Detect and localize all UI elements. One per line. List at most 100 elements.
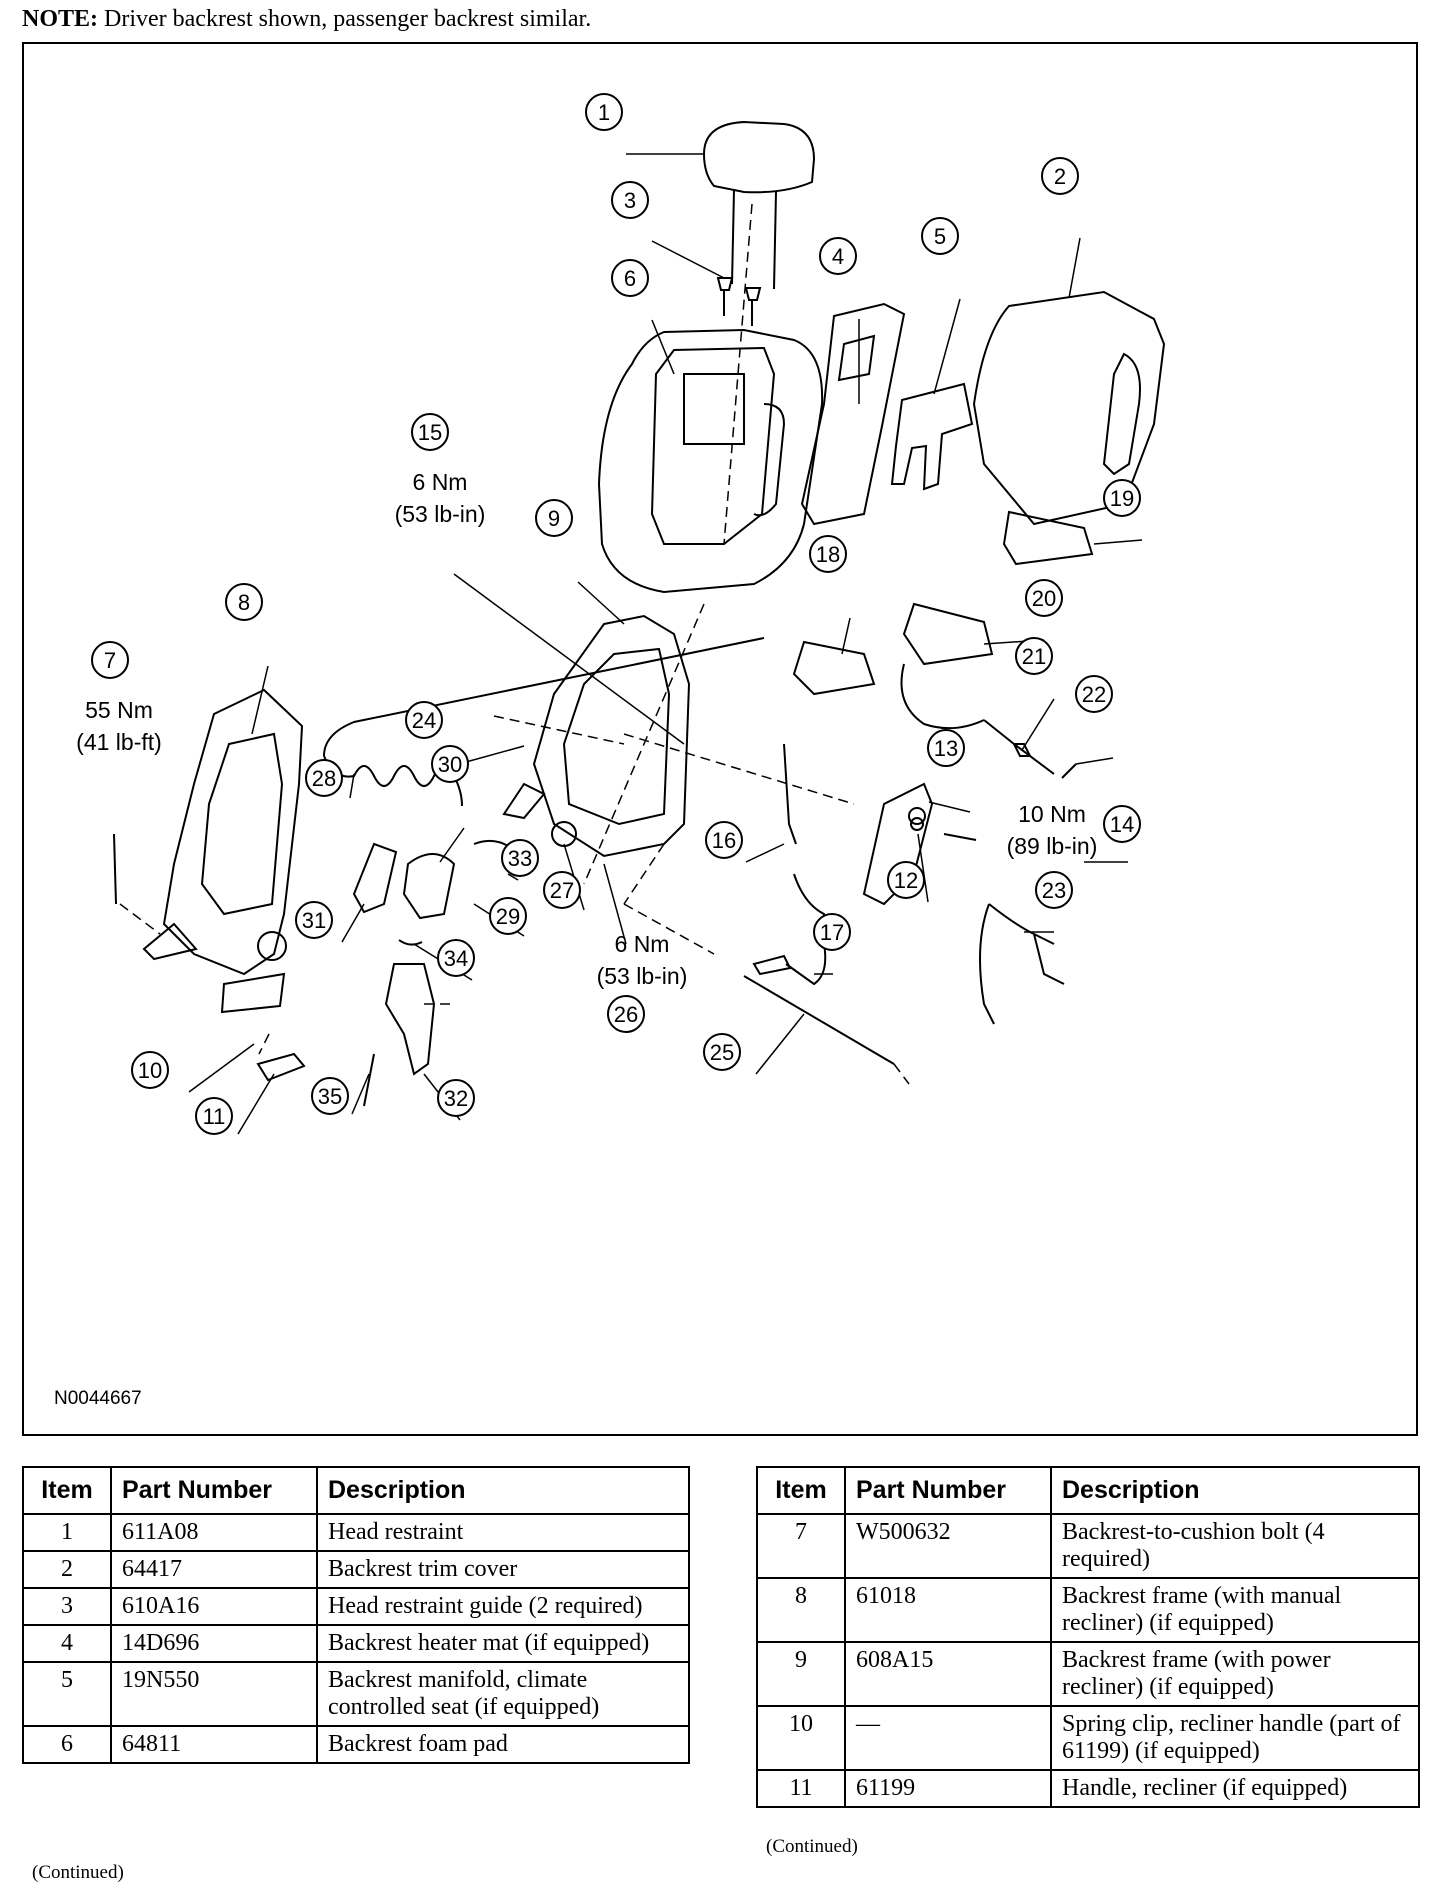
column-header: Description [1050,1466,1420,1515]
callout-33: 33 [501,839,539,877]
callout-label: 5 [934,224,946,249]
table-row: 10—Spring clip, recliner handle (part of… [756,1705,1420,1771]
manual-frame-drawing [142,688,304,1014]
callout-label: 14 [1110,812,1134,837]
callout-30: 30 [431,745,469,783]
description-cell: Head restraint guide (2 required) [316,1587,690,1626]
callout-label: 26 [614,1002,638,1027]
callout-label: 10 [138,1058,162,1083]
column-header: Part Number [110,1466,318,1515]
callout-label: 31 [302,908,326,933]
item-cell: 5 [22,1661,112,1727]
callout-label: 20 [1032,586,1056,611]
item-cell: 11 [756,1769,846,1808]
item-cell: 4 [22,1624,112,1663]
callout-label: 27 [550,878,574,903]
callout-7: 7 [91,641,129,679]
foam-pad-drawing [597,328,824,594]
callout-label: 34 [444,946,468,971]
callout-24: 24 [405,701,443,739]
callout-12: 12 [887,861,925,899]
column-header: Part Number [844,1466,1052,1515]
callout-label: 32 [444,1086,468,1111]
callout-label: 23 [1042,878,1066,903]
callout-17: 17 [813,913,851,951]
callout-23: 23 [1035,871,1073,909]
callout-28: 28 [305,759,343,797]
part-number-cell: 14D696 [110,1624,318,1663]
callout-20: 20 [1025,579,1063,617]
continued-left: (Continued) [32,1862,124,1883]
torque-7: 55 Nm (41 lb-ft) [64,694,174,758]
callout-8: 8 [225,583,263,621]
callout-26: 26 [607,995,645,1033]
callout-15: 15 [411,413,449,451]
callout-2: 2 [1041,157,1079,195]
callout-5: 5 [921,217,959,255]
callout-label: 15 [418,420,442,445]
callout-label: 21 [1022,644,1046,669]
callout-31: 31 [295,901,333,939]
callout-22: 22 [1075,675,1113,713]
part-number-cell: W500632 [844,1513,1052,1579]
callout-18: 18 [809,535,847,573]
callout-3: 3 [611,181,649,219]
continued-right: (Continued) [766,1836,858,1857]
part-number-cell: 19N550 [110,1661,318,1727]
callout-14: 14 [1103,805,1141,843]
description-cell: Backrest frame (with power recliner) (if… [1050,1641,1420,1707]
note-label: NOTE: [22,6,99,32]
description-cell: Backrest frame (with manual recliner) (i… [1050,1577,1420,1643]
callout-16: 16 [705,821,743,859]
item-cell: 1 [22,1513,112,1552]
part-number-cell: — [844,1705,1052,1771]
item-cell: 7 [756,1513,846,1579]
part-number-cell: 610A16 [110,1587,318,1626]
callout-label: 13 [934,736,958,761]
description-cell: Backrest foam pad [316,1725,690,1764]
description-cell: Backrest trim cover [316,1550,690,1589]
callout-label: 25 [710,1040,734,1065]
callout-label: 19 [1110,486,1134,511]
column-header: Item [756,1466,846,1515]
part-number-cell: 64417 [110,1550,318,1589]
item-cell: 2 [22,1550,112,1589]
callout-19: 19 [1103,479,1141,517]
item-cell: 10 [756,1705,846,1771]
callout-label: 22 [1082,682,1106,707]
torque-26: 6 Nm (53 lb-in) [582,928,702,992]
callout-11: 11 [195,1097,233,1135]
description-cell: Backrest manifold, climate controlled se… [316,1661,690,1727]
torque-26-nm: 6 Nm [614,931,670,957]
torque-26-lbin: (53 lb-in) [596,963,688,989]
torque-7-nm: 55 Nm [85,697,153,723]
callout-label: 24 [412,708,436,733]
callout-label: 6 [624,266,636,291]
item-cell: 8 [756,1577,846,1643]
callout-21: 21 [1015,637,1053,675]
item-cell: 6 [22,1725,112,1764]
item-cell: 3 [22,1587,112,1626]
part-number-cell: 61018 [844,1577,1052,1643]
description-cell: Handle, recliner (if equipped) [1050,1769,1420,1808]
callout-35: 35 [311,1077,349,1115]
callout-label: 11 [203,1104,226,1129]
torque-15-lbin: (53 lb-in) [394,501,486,527]
note-line: NOTE: Driver backrest shown, passenger b… [22,6,591,33]
callout-27: 27 [543,871,581,909]
callout-label: 2 [1054,164,1066,189]
torque-14: 10 Nm (89 lb-in) [992,798,1112,862]
callout-1: 1 [585,93,623,131]
column-header: Item [22,1466,112,1515]
callout-6: 6 [611,259,649,297]
callout-label: 18 [816,542,840,567]
part-number-cell: 64811 [110,1725,318,1764]
callout-label: 3 [624,188,636,213]
torque-14-nm: 10 Nm [1018,801,1086,827]
